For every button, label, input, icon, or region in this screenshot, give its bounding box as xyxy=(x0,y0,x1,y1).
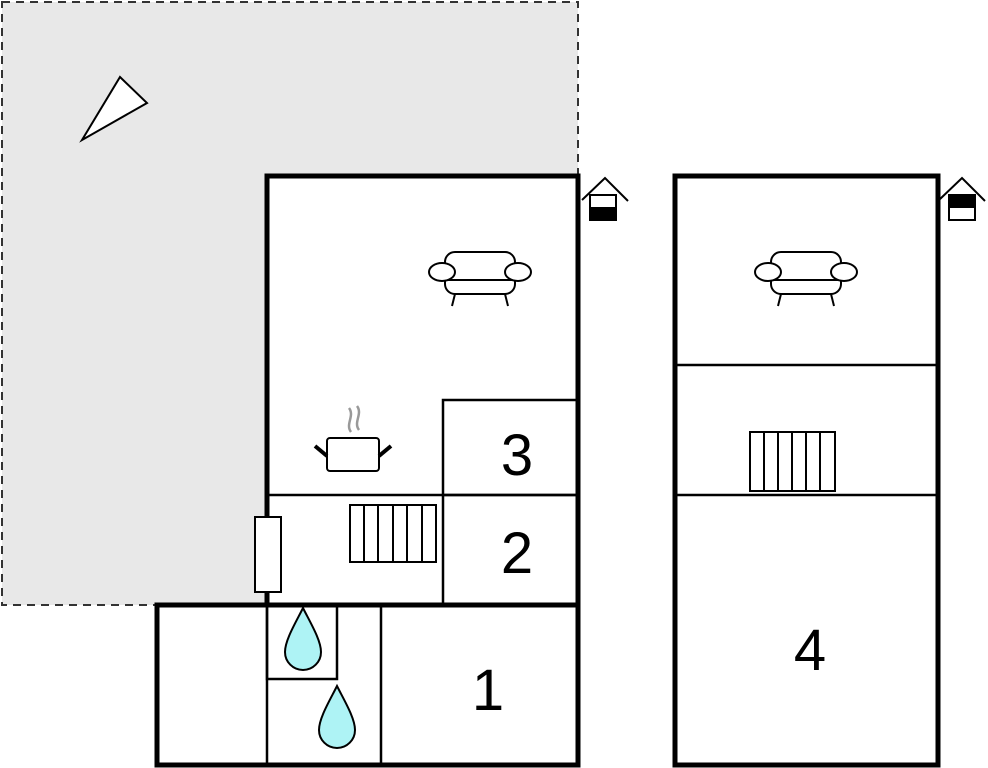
floor-level-icon xyxy=(938,176,986,221)
sofa-icon xyxy=(428,251,532,307)
compass-icon xyxy=(79,75,149,143)
water-drop-icon xyxy=(283,605,323,671)
main-building xyxy=(154,173,581,768)
floor-level-icon xyxy=(581,176,629,221)
water-drop-icon xyxy=(317,683,357,749)
room-2-label: 2 xyxy=(501,521,533,586)
room-1-label: 1 xyxy=(472,658,504,723)
sofa-icon xyxy=(754,251,858,307)
radiator-icon xyxy=(749,431,836,492)
window-icon xyxy=(254,516,282,593)
radiator-icon xyxy=(349,504,437,563)
cooking-pot-icon xyxy=(313,405,393,472)
room-3-label: 3 xyxy=(501,423,533,488)
room-4-label: 4 xyxy=(794,618,826,683)
